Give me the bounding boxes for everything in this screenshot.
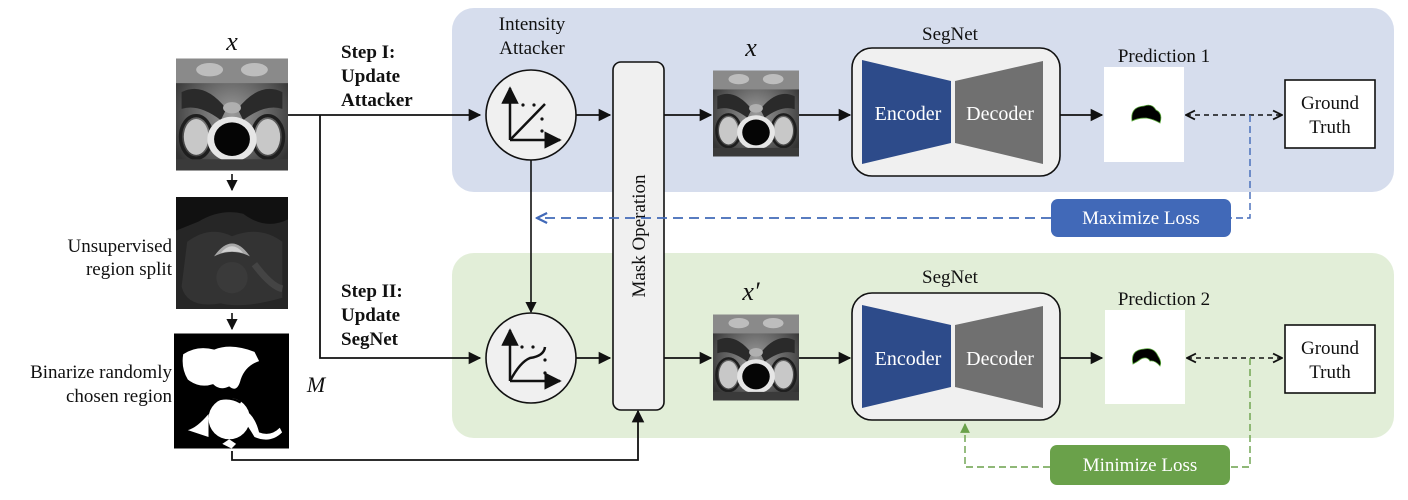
input-mri-image <box>176 56 288 173</box>
mask-operation-block <box>612 61 665 411</box>
attacker-label-1: Intensity <box>499 14 566 35</box>
prediction2-image <box>1105 310 1185 404</box>
maximize-loss-label: Maximize Loss <box>1082 208 1200 229</box>
input-symbol: x <box>225 27 238 56</box>
nonlinear-intensity-curve-icon <box>501 328 562 390</box>
decoder2-shape <box>955 306 1043 408</box>
ground-truth-2-line2: Truth <box>1309 362 1351 383</box>
arrow-input-to-attacker-step2 <box>319 115 482 365</box>
linear-intensity-curve-icon <box>501 86 562 149</box>
step2-label-3: SegNet <box>341 329 399 350</box>
stage2-mri-image <box>713 313 799 402</box>
segnet1-label: SegNet <box>922 24 979 45</box>
arrow-mask-to-mask-operation <box>231 409 645 461</box>
mask-operation-label: Mask Operation <box>629 174 650 297</box>
stage2-image-symbol: x′ <box>741 277 760 306</box>
region-split-image <box>176 197 288 309</box>
ground-truth-2: Ground Truth <box>1284 324 1376 394</box>
decoder2-label: Decoder <box>966 348 1034 370</box>
decoder1-shape <box>955 61 1043 164</box>
minimize-loss-feed-line <box>1230 358 1251 468</box>
encoder1-shape <box>862 60 951 164</box>
encoder1-label: Encoder <box>875 103 942 125</box>
intensity-attacker-node-step2 <box>485 312 577 404</box>
binarize-label-1: Binarize randomly <box>30 362 172 383</box>
prediction1-image <box>1104 67 1184 162</box>
ground-truth-1-line2: Truth <box>1309 117 1351 138</box>
prediction1-label: Prediction 1 <box>1118 46 1210 67</box>
minimize-loss-label: Minimize Loss <box>1083 455 1198 476</box>
stage1-mri-image <box>713 69 799 158</box>
encoder2-shape <box>862 305 951 408</box>
minimize-loss-arrow <box>960 423 1050 468</box>
mask-symbol: M <box>306 372 327 397</box>
ground-truth-2-line1: Ground <box>1301 338 1360 359</box>
prediction2-label: Prediction 2 <box>1118 289 1210 310</box>
region-split-label-2: region split <box>86 259 173 280</box>
region-split-label-1: Unsupervised <box>68 236 173 257</box>
intensity-attacker-node <box>485 69 577 161</box>
binarize-label-2: chosen region <box>66 386 173 407</box>
ground-truth-1-line1: Ground <box>1301 93 1360 114</box>
encoder2-label: Encoder <box>875 348 942 370</box>
minimize-loss-box <box>1050 445 1230 485</box>
segnet2-label: SegNet <box>922 267 979 288</box>
step2-label-1: Step II: <box>341 281 403 302</box>
segnet1-block: Encoder Decoder <box>851 47 1061 177</box>
step1-label-2: Update <box>341 66 400 87</box>
ground-truth-1: Ground Truth <box>1284 79 1376 149</box>
binary-mask-image <box>174 332 289 450</box>
step1-label-3: Attacker <box>341 90 413 111</box>
attacker-label-2: Attacker <box>499 38 565 59</box>
maximize-loss-feed-line <box>1230 115 1251 219</box>
step1-label-1: Step I: <box>341 42 395 63</box>
segnet2-block: Encoder Decoder <box>851 292 1061 421</box>
decoder1-label: Decoder <box>966 103 1034 125</box>
step2-label-2: Update <box>341 305 400 326</box>
maximize-loss-box <box>1051 199 1231 237</box>
stage1-image-symbol: x <box>744 33 757 62</box>
